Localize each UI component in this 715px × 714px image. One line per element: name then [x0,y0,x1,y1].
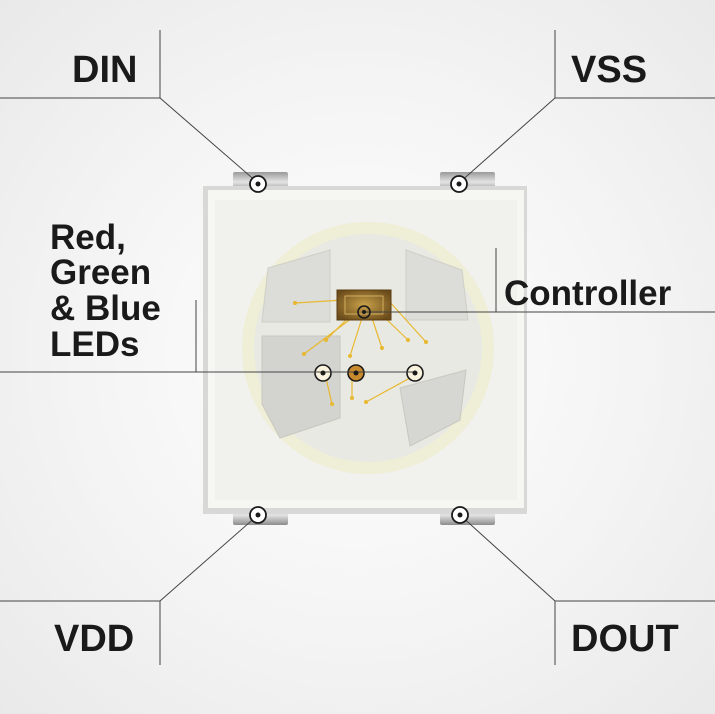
bond-wires [294,299,427,405]
dout-label: DOUT [571,618,679,660]
vdd-label: VDD [54,618,134,660]
leds-label-line-1: Red, [50,218,126,257]
bond-wire-dots [293,301,428,406]
lead-frame-top-right [405,249,469,321]
led-package [203,186,527,514]
led-marker-icon [320,370,418,376]
vss-leader-line [458,97,715,184]
leds-label-line-3: & Blue [50,289,161,328]
vss-label: VSS [571,49,647,91]
vdd-leader-line [0,514,259,602]
dout-leader-line [459,514,715,602]
din-marker-icon [249,175,267,193]
din-leader-line [0,97,259,184]
controller-label: Controller [504,274,672,313]
lead-frame-bottom-right [399,369,467,447]
dout-marker-icon [451,506,469,524]
lead-frame-top-left [261,249,331,323]
controller-marker-icon [357,305,371,319]
leader-lines [0,30,715,665]
vdd-marker-icon [249,506,267,524]
leds-label-line-4: LEDs [50,325,139,364]
leds-label-line-2: Green [50,253,151,292]
controller-chip-icon [336,289,392,321]
circle-markers [249,175,469,524]
leds-label: Red, Green & Blue LEDs [50,218,161,364]
vss-marker-icon [450,175,468,193]
din-label: DIN [72,49,137,91]
